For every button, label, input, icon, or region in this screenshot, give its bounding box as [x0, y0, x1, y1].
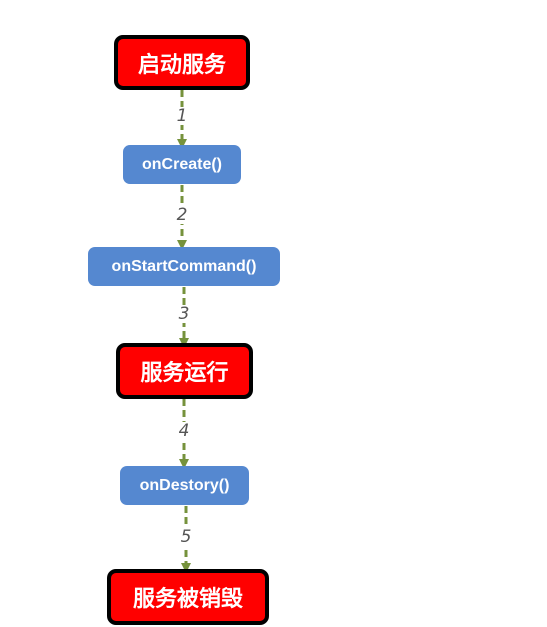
node-ondestroy: onDestory() [120, 466, 249, 505]
step-label-1: 1 [174, 106, 190, 126]
node-service-running: 服务运行 [116, 343, 253, 399]
node-onstartcommand: onStartCommand() [88, 247, 280, 286]
step-label-5: 5 [178, 527, 194, 547]
node-oncreate: onCreate() [123, 145, 241, 184]
step-label-4: 4 [176, 421, 192, 441]
step-label-3: 3 [176, 304, 192, 324]
node-service-destroyed: 服务被销毁 [107, 569, 269, 625]
node-start-service: 启动服务 [114, 35, 250, 90]
step-label-2: 2 [174, 205, 190, 225]
